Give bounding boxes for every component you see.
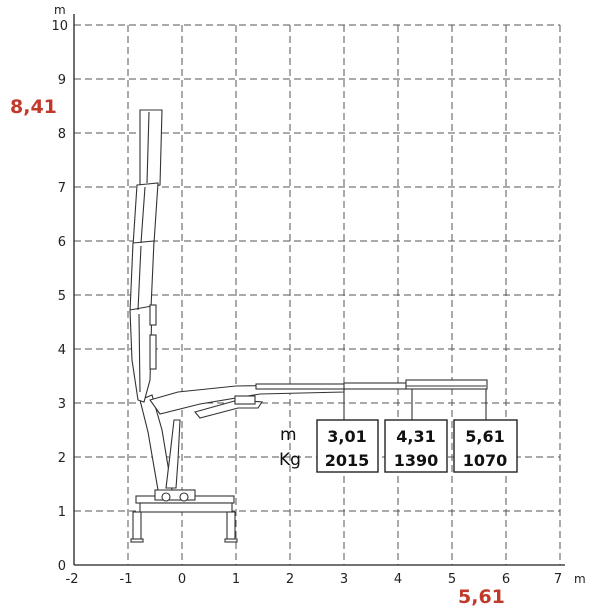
y-tick-label: 7 — [58, 181, 66, 196]
x-tick-label: 5 — [448, 572, 456, 587]
load-distance-value: 4,31 — [396, 427, 435, 446]
x-tick-label: 0 — [178, 572, 186, 587]
crane-column — [139, 394, 181, 491]
load-row-label: Kg — [279, 450, 301, 470]
max-height-label: 8,41 — [10, 96, 57, 118]
x-tick-labels: -2 -1 0 1 2 3 4 5 6 7 m — [66, 572, 586, 587]
y-tick-labels: 0 1 2 3 4 5 6 7 8 9 10 m — [51, 3, 68, 574]
load-column-3: 5,61 1070 — [453, 419, 518, 473]
y-tick-label: 1 — [58, 505, 66, 520]
x-tick-label: 3 — [340, 572, 348, 587]
load-weight-value: 1070 — [463, 451, 508, 470]
load-distance-value: 5,61 — [465, 427, 504, 446]
crane-illustration — [129, 109, 488, 543]
y-tick-label: 8 — [58, 127, 66, 142]
crane-vertical-boom — [129, 109, 163, 403]
x-tick-label: 4 — [394, 572, 402, 587]
x-unit-label: m — [574, 572, 586, 586]
load-column-1: 3,01 2015 — [316, 419, 379, 473]
y-unit-label: m — [54, 3, 66, 17]
load-column-2: 4,31 1390 — [384, 419, 448, 473]
load-weight-value: 2015 — [325, 451, 370, 470]
axes — [73, 14, 565, 566]
load-table: m Kg 3,01 2015 4,31 1390 5,61 1070 — [279, 419, 518, 473]
y-tick-label: 0 — [58, 559, 66, 574]
y-tick-label: 4 — [58, 343, 66, 358]
y-tick-label: 2 — [58, 451, 66, 466]
distance-row-label: m — [280, 425, 297, 445]
x-tick-label: -1 — [120, 572, 133, 587]
x-tick-label: 1 — [232, 572, 240, 587]
x-tick-label: 2 — [286, 572, 294, 587]
load-weight-value: 1390 — [394, 451, 439, 470]
y-tick-label: 5 — [58, 289, 66, 304]
crane-base — [130, 489, 238, 543]
x-tick-label: 6 — [502, 572, 510, 587]
y-tick-label: 6 — [58, 235, 66, 250]
y-tick-label: 10 — [51, 19, 68, 34]
y-tick-label: 9 — [58, 73, 66, 88]
load-distance-value: 3,01 — [327, 427, 366, 446]
x-tick-label: -2 — [66, 572, 79, 587]
crane-horizontal-boom — [149, 379, 488, 420]
max-reach-label: 5,61 — [458, 586, 505, 608]
y-tick-label: 3 — [58, 397, 66, 412]
x-tick-label: 7 — [554, 572, 562, 587]
